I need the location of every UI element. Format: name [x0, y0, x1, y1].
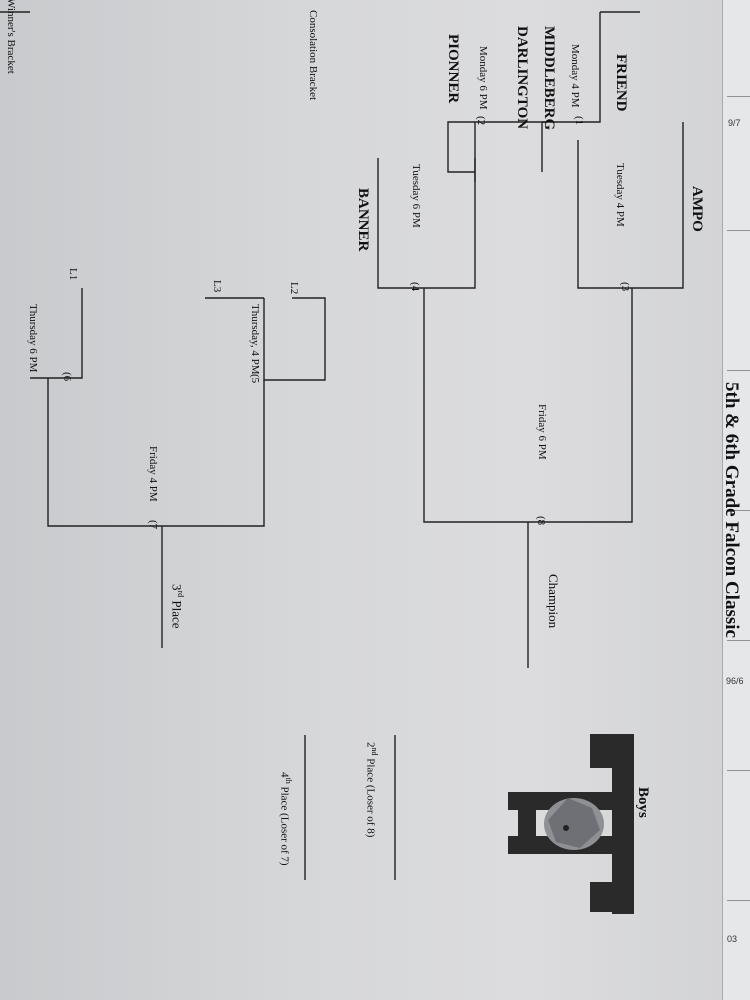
- game-3-time: Tuesday 4 PM: [614, 163, 626, 227]
- game-8-time: Friday 6 PM: [536, 404, 548, 460]
- game-6-connector: [48, 288, 83, 379]
- game-4-number: (4: [409, 282, 421, 292]
- game-5-time: Thursday, 4 PM: [249, 304, 261, 375]
- logo-bar: [590, 882, 634, 912]
- winners-bracket-label: Winner's Bracket: [5, 0, 17, 74]
- game-5-number: (5: [249, 374, 261, 384]
- logo-bar: [612, 738, 634, 914]
- consolation-l2: L2: [288, 282, 300, 295]
- strip-rule: [727, 770, 750, 771]
- falcon-eye: [563, 825, 569, 831]
- game-4-time: Tuesday 6 PM: [410, 164, 422, 228]
- consolation-bracket-label: Consolation Bracket: [307, 10, 319, 101]
- second-place-label: 2nd Place (Loser of 8): [364, 742, 379, 838]
- fourth-place-label: 4th Place (Loser of 7): [278, 772, 293, 866]
- margin-note: 03: [727, 934, 738, 944]
- game-4-connector: [377, 158, 476, 289]
- game-7-time: Friday 4 PM: [147, 446, 159, 502]
- game-2-connector: [447, 121, 545, 173]
- division-label: Boys: [635, 787, 651, 818]
- margin-note: 9/7: [728, 118, 741, 128]
- strip-rule: [727, 370, 750, 371]
- game-6-number: (6: [61, 372, 73, 382]
- strip-rule: [727, 96, 750, 97]
- team-darlington: DARLINGTON: [514, 26, 530, 130]
- strip-rule: [727, 510, 750, 511]
- tournament-title: 5th & 6th Grade Falcon Classic: [721, 382, 742, 638]
- strip-rule: [727, 640, 750, 641]
- champion-label: Champion: [546, 574, 561, 629]
- game-3-number: (3: [619, 282, 631, 292]
- game-8-number: (8: [535, 516, 547, 526]
- team-pionner: PIONNER: [445, 34, 461, 104]
- game-1-number: (1: [573, 116, 585, 126]
- game-7-number: (7: [147, 520, 159, 530]
- logo-bar: [518, 792, 536, 854]
- game-1-time: Monday 4 PM: [569, 44, 581, 108]
- game-6-time: Thursday 6 PM: [27, 304, 39, 373]
- game-1-connector: [542, 12, 601, 123]
- underlying-page-strip: 9/7 96/6 03: [722, 0, 750, 1000]
- consolation-l1: L1: [67, 268, 79, 281]
- team-banner: BANNER: [355, 188, 371, 252]
- strip-rule: [727, 230, 750, 231]
- logo-bar: [590, 734, 634, 768]
- strip-rule: [727, 900, 750, 901]
- game-8-connector: [423, 288, 633, 523]
- falcon-logo: [508, 734, 634, 914]
- game-7-connector: [47, 378, 265, 527]
- game-2-time: Monday 6 PM: [477, 46, 489, 110]
- consolation-l3: L3: [211, 280, 223, 293]
- third-place-label: 3rd Place: [169, 584, 185, 629]
- game-5-connector: [263, 297, 326, 381]
- team-ampo: AMPO: [689, 186, 705, 232]
- game-2-number: (2: [475, 116, 487, 126]
- team-friend: FRIEND: [613, 54, 629, 112]
- team-middleberg: MIDDLEBERG: [541, 26, 557, 131]
- falcon-feathers: [548, 798, 600, 848]
- game-3-connector: [577, 122, 684, 289]
- margin-note: 96/6: [726, 676, 744, 686]
